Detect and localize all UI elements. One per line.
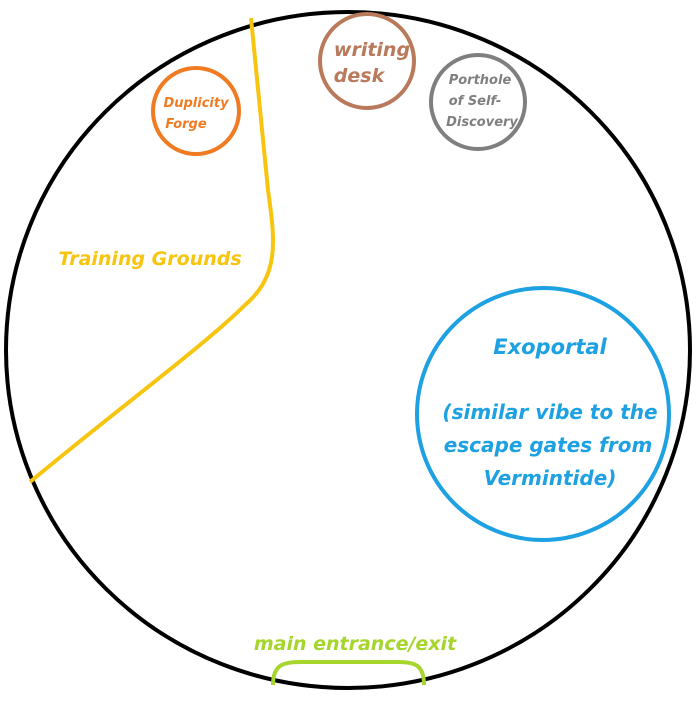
exoportal: Exoportal (similar vibe to the escape ga… (415, 286, 671, 542)
porthole-of-self-discovery: Porthole of Self- Discovery (429, 53, 527, 151)
exoportal-desc-line2: escape gates from (444, 433, 653, 457)
porthole-label-line3: Discovery (446, 115, 518, 130)
duplicity-forge-circle (151, 66, 241, 156)
exoportal-desc-line1: (similar vibe to the (442, 400, 657, 424)
training-grounds-label: Training Grounds (58, 248, 241, 270)
duplicity-forge: Duplicity Forge (151, 66, 241, 156)
training-grounds-boundary (28, 17, 275, 484)
writing-desk-label-line1: writing (334, 39, 410, 61)
porthole-circle (429, 53, 527, 151)
exoportal-circle (415, 286, 671, 542)
duplicity-forge-label-line1: Duplicity (163, 96, 229, 111)
entrance-arch (271, 660, 426, 686)
writing-desk: writing desk (318, 12, 416, 110)
writing-desk-circle (318, 12, 416, 110)
porthole-label-line1: Porthole (449, 73, 512, 88)
exoportal-desc-line3: Vermintide) (484, 466, 617, 490)
room-boundary (4, 10, 692, 690)
exoportal-title: Exoportal (493, 335, 607, 359)
duplicity-forge-label-line2: Forge (165, 117, 207, 132)
writing-desk-label-line2: desk (334, 65, 386, 87)
porthole-label-line2: of Self- (449, 94, 502, 109)
main-entrance: main entrance/exit (254, 633, 457, 686)
entrance-label: main entrance/exit (254, 633, 457, 655)
